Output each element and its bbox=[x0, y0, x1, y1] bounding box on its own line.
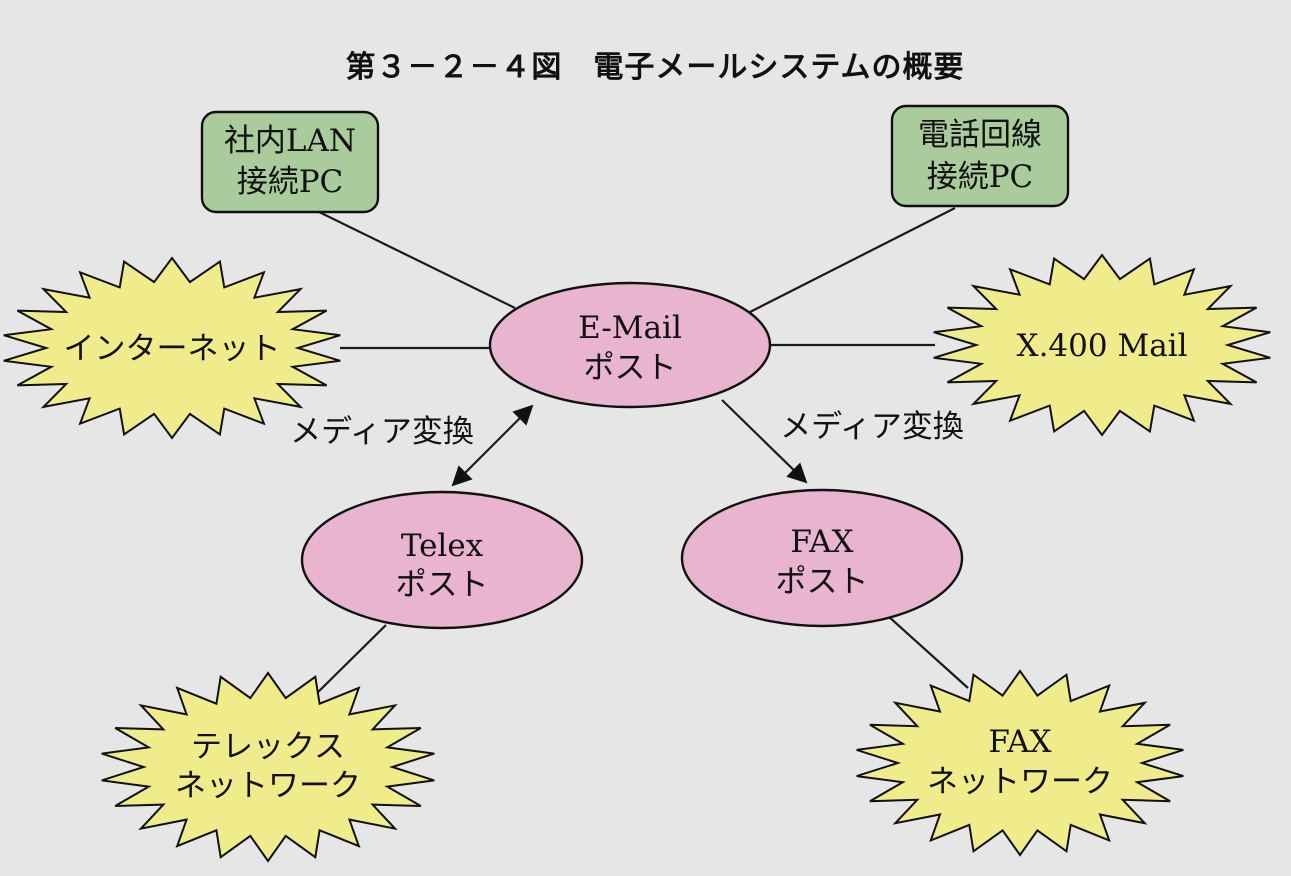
x400-burst: X.400 Mail bbox=[933, 253, 1271, 437]
phone-pc-box: 電話回線 接続PC bbox=[890, 104, 1070, 208]
diagram-title: 第３－２－４図 電子メールシステムの概要 bbox=[345, 50, 964, 85]
telex-network-label-line1: テレックス bbox=[191, 729, 345, 765]
media-conversion-right-label: メディア変換 bbox=[780, 409, 964, 445]
lan-pc-label-line1: 社内LAN bbox=[224, 123, 356, 159]
media-conversion-left-label: メディア変換 bbox=[290, 414, 474, 450]
connectors bbox=[309, 207, 969, 701]
phone-pc-label-line2: 接続PC bbox=[927, 159, 1034, 195]
telex-network-label-line2: ネットワーク bbox=[175, 768, 361, 804]
telex-post-label-line2: ポスト bbox=[396, 567, 489, 603]
x400-label: X.400 Mail bbox=[1017, 328, 1188, 364]
phone-pc-label-line1: 電話回線 bbox=[918, 117, 1042, 153]
lan-pc-label-line2: 接続PC bbox=[237, 164, 344, 200]
fax-post-label-line2: ポスト bbox=[776, 564, 869, 600]
fax-post-node: FAX ポスト bbox=[680, 488, 964, 628]
internet-label: インターネット bbox=[64, 331, 281, 367]
fax-network-label-line1: FAX bbox=[988, 724, 1051, 760]
email-post-node: E-Mail ポスト bbox=[488, 281, 772, 409]
fax-post-label-line1: FAX bbox=[790, 524, 853, 560]
telex-network-burst: テレックス ネットワーク bbox=[101, 671, 435, 863]
email-post-label-line2: ポスト bbox=[584, 350, 677, 386]
connector-telex-network bbox=[309, 624, 387, 701]
email-post-label-line1: E-Mail bbox=[578, 310, 682, 346]
connector-phone-pc bbox=[749, 207, 956, 313]
arrow-email-fax bbox=[721, 399, 808, 484]
telex-post-node: Telex ポスト bbox=[300, 490, 584, 630]
connector-lan-pc bbox=[314, 209, 516, 309]
connector-fax-network bbox=[887, 615, 969, 689]
arrow-email-telex bbox=[451, 404, 534, 487]
telex-post-label-line1: Telex bbox=[401, 528, 484, 564]
internet-burst: インターネット bbox=[3, 256, 341, 440]
fax-network-label-line2: ネットワーク bbox=[927, 764, 1113, 800]
lan-pc-box: 社内LAN 接続PC bbox=[200, 110, 380, 214]
fax-network-burst: FAX ネットワーク bbox=[856, 669, 1184, 857]
